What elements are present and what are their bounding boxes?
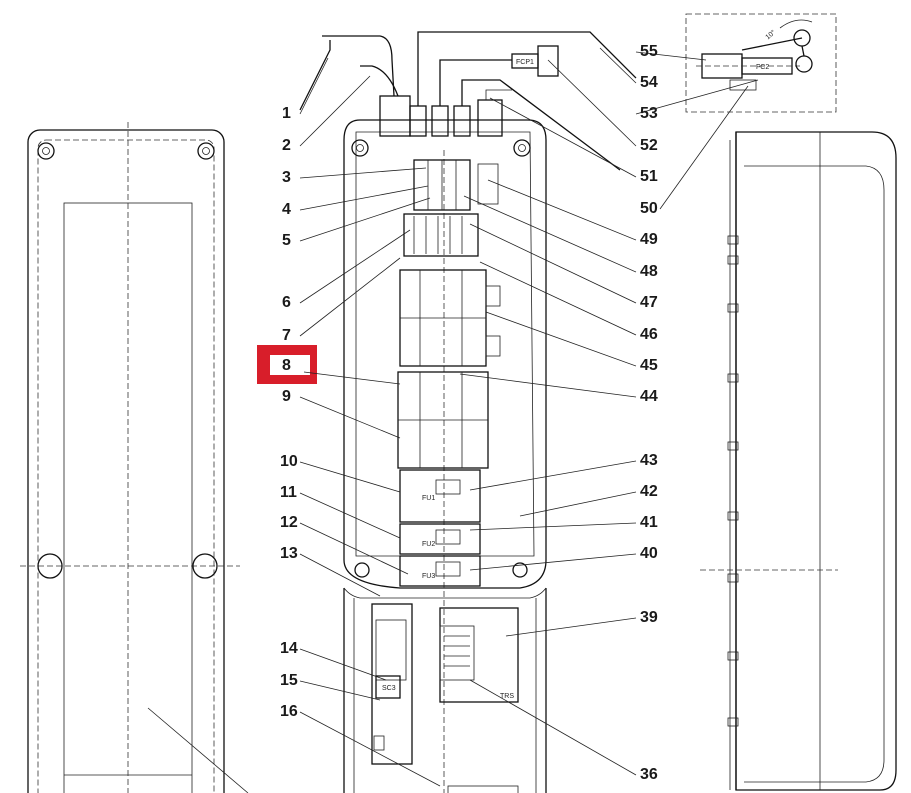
leader-line-15 bbox=[299, 680, 381, 701]
leader-line-44 bbox=[459, 373, 637, 398]
fcp-tag: FCP1 bbox=[516, 59, 534, 66]
side-mounting-clips bbox=[727, 235, 739, 727]
leader-line-51 bbox=[489, 97, 637, 178]
callout-51: 51 bbox=[640, 168, 658, 185]
callout-45: 45 bbox=[640, 357, 658, 374]
transformer-trs: TRS bbox=[439, 607, 519, 703]
callout-53: 53 bbox=[640, 105, 658, 122]
callout-40: 40 bbox=[640, 545, 658, 562]
leader-line-36 bbox=[469, 679, 637, 776]
callout-54: 54 bbox=[640, 74, 658, 91]
callout-39: 39 bbox=[640, 609, 658, 626]
callout-47: 47 bbox=[640, 294, 658, 311]
callout-3: 3 bbox=[282, 169, 291, 186]
leader-line-16 bbox=[299, 711, 441, 787]
leader-line-45 bbox=[485, 311, 637, 367]
highlight-inner bbox=[270, 355, 310, 375]
callout-2: 2 bbox=[282, 137, 291, 154]
fc-tag: FC2 bbox=[756, 64, 769, 71]
wire-duct-top bbox=[403, 213, 479, 257]
leader-line-40 bbox=[469, 553, 637, 571]
fuse-block-fu3: FU3 bbox=[399, 555, 481, 587]
bottom-terminal-strip bbox=[447, 785, 519, 793]
callout-50: 50 bbox=[640, 200, 658, 217]
callout-14: 14 bbox=[280, 640, 298, 657]
leader-line-3 bbox=[299, 167, 427, 179]
leader-line-14 bbox=[299, 648, 387, 681]
callout-12: 12 bbox=[280, 514, 298, 531]
leader-line-41 bbox=[469, 522, 637, 531]
leader-line-1 bbox=[299, 57, 329, 115]
sc3-module: SC3 bbox=[371, 603, 413, 765]
leader-line-11 bbox=[299, 492, 401, 539]
callout-55: 55 bbox=[640, 43, 658, 60]
callout-43: 43 bbox=[640, 452, 658, 469]
callout-48: 48 bbox=[640, 263, 658, 280]
leader-line-9 bbox=[299, 396, 401, 439]
leader-line-46 bbox=[479, 261, 637, 336]
leader-line-42 bbox=[519, 491, 637, 517]
callout-15: 15 bbox=[280, 672, 298, 689]
leader-line-50 bbox=[659, 85, 749, 210]
leader-line-12 bbox=[299, 522, 409, 575]
callout-11: 11 bbox=[280, 484, 297, 501]
callout-1: 1 bbox=[282, 105, 291, 122]
trs-tag: TRS bbox=[500, 693, 514, 700]
callout-41: 41 bbox=[640, 514, 658, 531]
fu2-tag: FU2 bbox=[422, 541, 435, 548]
fu1-tag: FU1 bbox=[422, 495, 435, 502]
callout-10: 10 bbox=[280, 453, 298, 470]
leader-line-55 bbox=[635, 51, 707, 61]
fuse-block-fu2: FU2 bbox=[399, 523, 481, 555]
fu3-tag: FU3 bbox=[422, 573, 435, 580]
sc-tag: SC3 bbox=[382, 685, 396, 692]
leader-line-54 bbox=[599, 47, 637, 84]
callout-13: 13 bbox=[280, 545, 298, 562]
terminal-block-top bbox=[413, 159, 499, 211]
leader-line-2 bbox=[299, 75, 371, 147]
callout-7: 7 bbox=[282, 327, 291, 344]
callout-16: 16 bbox=[280, 703, 298, 720]
callout-labels: 1234567891011121314151655545352515049484… bbox=[280, 43, 658, 783]
leader-line-6 bbox=[299, 229, 411, 304]
leader-line-10 bbox=[299, 461, 401, 493]
leader-line-4 bbox=[299, 185, 429, 211]
wire-duct-slots bbox=[413, 216, 463, 254]
callout-44: 44 bbox=[640, 388, 658, 405]
leader-line-43 bbox=[469, 460, 637, 491]
fuse-block-fu1: FU1 bbox=[399, 469, 481, 523]
leader-line-8 bbox=[303, 371, 401, 385]
leader-line-52 bbox=[547, 59, 637, 147]
relay-group-8 bbox=[397, 371, 489, 469]
callout-5: 5 bbox=[282, 232, 291, 249]
leader-line-5 bbox=[299, 197, 431, 242]
cable-glands bbox=[379, 95, 503, 137]
contactor-group-1 bbox=[399, 269, 501, 367]
limit-switch-detail: 10° FC2 bbox=[685, 13, 837, 113]
leader-lines bbox=[299, 47, 759, 787]
callout-6: 6 bbox=[282, 294, 291, 311]
callout-4: 4 bbox=[282, 201, 291, 218]
callout-52: 52 bbox=[640, 137, 658, 154]
callout-8: 8 bbox=[282, 357, 291, 374]
callout-46: 46 bbox=[640, 326, 658, 343]
leader-line-49 bbox=[487, 179, 637, 241]
right-enclosure-side bbox=[700, 131, 897, 791]
leader-line-53 bbox=[635, 79, 759, 115]
left-enclosure-cover bbox=[20, 122, 249, 793]
callout-42: 42 bbox=[640, 483, 658, 500]
leader-line-7 bbox=[299, 257, 401, 337]
callout-49: 49 bbox=[640, 231, 658, 248]
main-enclosure: FCP1 bbox=[299, 31, 637, 793]
callout-9: 9 bbox=[282, 388, 291, 405]
callout-36: 36 bbox=[640, 766, 658, 783]
leader-line-48 bbox=[463, 195, 637, 273]
angle-label: 10° bbox=[764, 28, 777, 41]
leader-line-39 bbox=[505, 617, 637, 637]
leader-line-13 bbox=[299, 553, 381, 597]
leader-line-47 bbox=[469, 223, 637, 304]
